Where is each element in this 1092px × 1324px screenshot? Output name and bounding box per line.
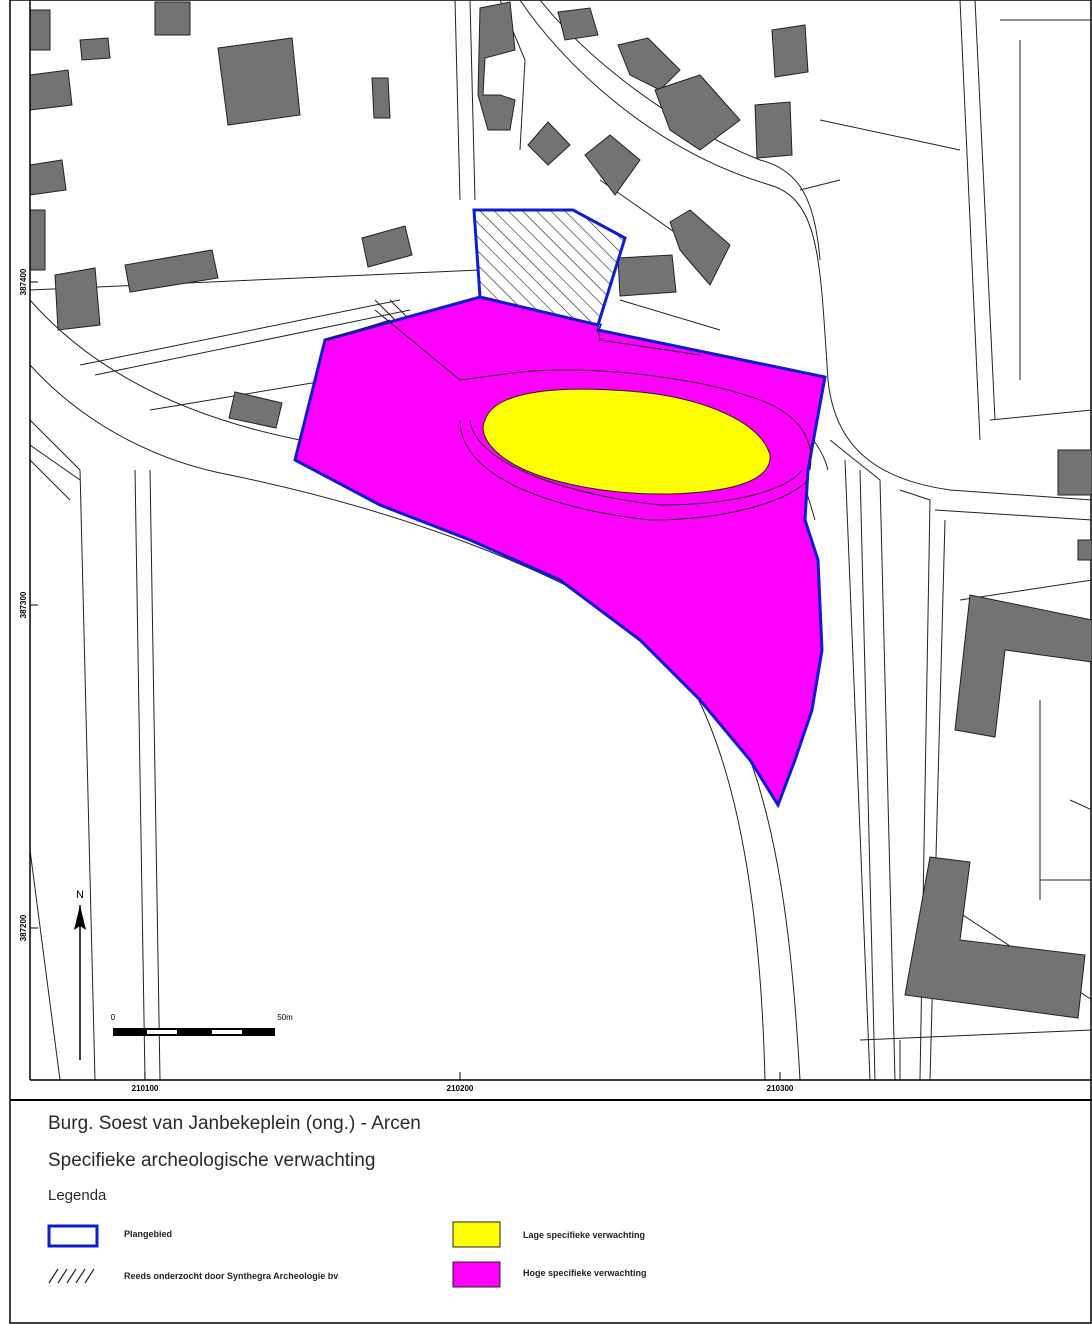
building — [228, 391, 283, 429]
building — [754, 101, 793, 159]
building — [361, 225, 413, 268]
building — [30, 9, 51, 51]
buildings — [30, 1, 1092, 1019]
legend-label-high-expectation: Hoge specifieke verwachting — [523, 1268, 647, 1278]
building — [617, 254, 677, 297]
map-title: Burg. Soest van Janbekeplein (ong.) - Ar… — [48, 1113, 421, 1134]
building — [217, 37, 301, 126]
legend-heading: Legenda — [48, 1187, 107, 1204]
x-axis-label: 210300 — [767, 1084, 794, 1093]
low-expectation-zone — [482, 388, 771, 495]
building — [527, 121, 571, 166]
building — [954, 594, 1092, 738]
building — [30, 209, 46, 271]
inner-lines — [324, 309, 812, 521]
legend-label-investigated: Reeds onderzocht door Synthegra Archeolo… — [124, 1271, 339, 1281]
building — [584, 134, 641, 196]
building — [617, 37, 681, 91]
investigated-zone-hatch — [472, 208, 627, 327]
building — [904, 856, 1086, 1019]
building — [54, 267, 101, 331]
building — [1077, 539, 1092, 561]
legend-low-expectation-symbol — [452, 1221, 501, 1248]
x-axis-label: 210200 — [447, 1084, 474, 1093]
scale-start-label: 0 — [111, 1013, 116, 1022]
x-axis-label: 210100 — [132, 1084, 159, 1093]
building — [79, 37, 111, 61]
y-axis-label: 387300 — [19, 591, 28, 618]
building — [371, 77, 391, 119]
north-label: N — [76, 889, 84, 901]
building — [477, 1, 516, 131]
map-subtitle: Specifieke archeologische verwachting — [48, 1150, 376, 1171]
building — [124, 249, 219, 293]
legend-label-low-expectation: Lage specifieke verwachting — [523, 1230, 646, 1240]
building — [30, 159, 67, 196]
legend-plan-area-symbol — [47, 1224, 99, 1248]
building — [669, 209, 731, 286]
scale-end-label: 50m — [277, 1013, 293, 1022]
building — [557, 7, 599, 41]
scale-bar — [113, 1028, 275, 1036]
building — [654, 74, 741, 151]
y-axis-label: 387200 — [19, 914, 28, 941]
building — [154, 1, 191, 36]
map-features — [30, 0, 1092, 1080]
y-axis-label: 387400 — [19, 268, 28, 295]
legend-investigated-symbol — [48, 1268, 95, 1284]
legend-label-plan-area: Plangebied — [124, 1229, 173, 1239]
building — [30, 69, 73, 111]
building — [1057, 449, 1092, 496]
map-axes — [10, 0, 1092, 1101]
north-arrow — [74, 905, 86, 1060]
building — [771, 24, 809, 78]
legend-high-expectation-symbol — [452, 1261, 501, 1288]
